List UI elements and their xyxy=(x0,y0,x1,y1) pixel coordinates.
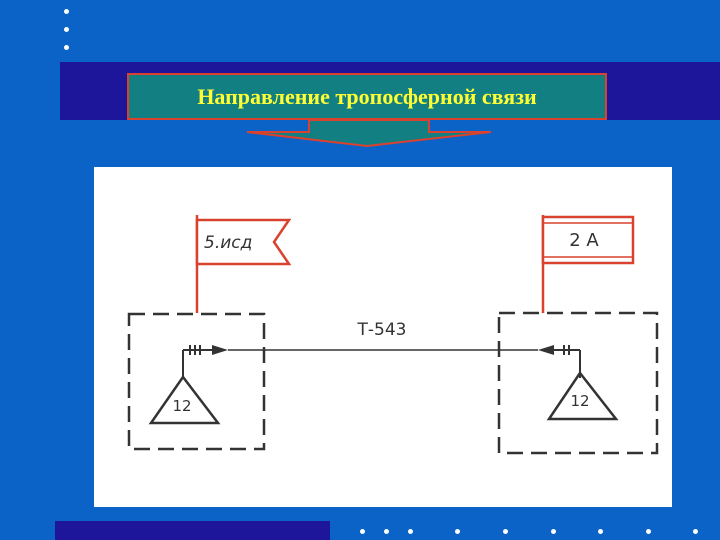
right-station: 2 А 12 xyxy=(497,215,659,455)
right-triangle xyxy=(546,370,619,421)
callout-arrow xyxy=(247,119,492,148)
right-flag-label: 2 А xyxy=(569,230,599,251)
decor-dot xyxy=(598,529,603,534)
decor-dot xyxy=(64,9,69,14)
bottom-band xyxy=(55,521,330,540)
decor-dot xyxy=(646,529,651,534)
decor-dot xyxy=(503,529,508,534)
left-station: 5.исд 12 xyxy=(127,215,292,451)
right-unit-number: 12 xyxy=(570,392,589,410)
decor-dot xyxy=(360,529,365,534)
left-triangle xyxy=(148,374,221,425)
decor-dot xyxy=(455,529,460,534)
left-unit-number: 12 xyxy=(172,397,191,415)
right-flag xyxy=(541,215,635,265)
decor-dot xyxy=(551,529,556,534)
decor-dot xyxy=(408,529,413,534)
network-diagram: 5.исд 12 Т-543 2 А xyxy=(94,167,672,507)
left-flag-label: 5.исд xyxy=(204,233,252,253)
decor-dot xyxy=(64,45,69,50)
decor-dot xyxy=(384,529,389,534)
decor-dot xyxy=(693,529,698,534)
decor-dot xyxy=(64,27,69,32)
left-flag xyxy=(195,218,292,266)
right-arrow-head xyxy=(538,345,554,355)
slide-title: Направление тропосферной связи xyxy=(197,83,537,109)
left-arrow-head xyxy=(212,345,228,355)
title-box: Направление тропосферной связи xyxy=(127,73,607,120)
link-label: Т-543 xyxy=(357,320,407,340)
